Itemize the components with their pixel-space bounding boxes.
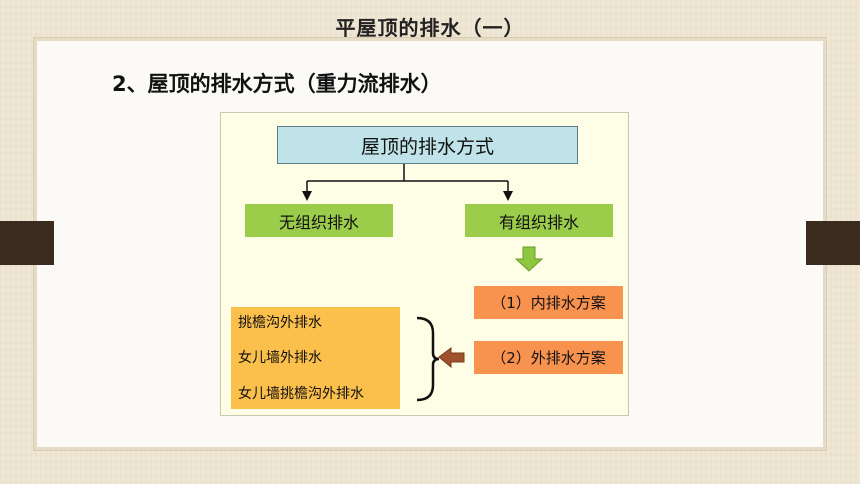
internal-drainage-scheme: （1）内排水方案 xyxy=(474,286,623,319)
method-item: 挑檐沟外排水 xyxy=(238,315,322,331)
bracket-icon xyxy=(416,316,440,402)
root-node: 屋顶的排水方式 xyxy=(277,126,578,164)
external-drainage-scheme: （2）外排水方案 xyxy=(474,341,623,374)
organized-drainage-node: 有组织排水 xyxy=(465,204,613,237)
no-organized-drainage-node: 无组织排水 xyxy=(245,204,393,237)
right-tab-decoration xyxy=(806,221,860,265)
arrowhead-right-icon xyxy=(503,191,513,201)
method-item: 女儿墙外排水 xyxy=(238,350,322,366)
slide-title: 平屋顶的排水（一） xyxy=(335,16,525,40)
section-subtitle: 2、屋顶的排水方式（重力流排水） xyxy=(112,72,442,96)
drainage-diagram: 屋顶的排水方式 无组织排水 有组织排水 （1）内排水方案 （2）外排水方案 挑檐… xyxy=(220,112,629,416)
green-down-arrow-icon xyxy=(514,246,544,272)
diagram-connectors xyxy=(302,164,544,402)
external-methods-box: 挑檐沟外排水 女儿墙外排水 女儿墙挑檐沟外排水 xyxy=(231,307,400,409)
arrowhead-left-icon xyxy=(302,191,312,201)
method-item: 女儿墙挑檐沟外排水 xyxy=(238,386,364,402)
brown-left-arrow-icon xyxy=(438,347,465,369)
left-tab-decoration xyxy=(0,221,54,265)
